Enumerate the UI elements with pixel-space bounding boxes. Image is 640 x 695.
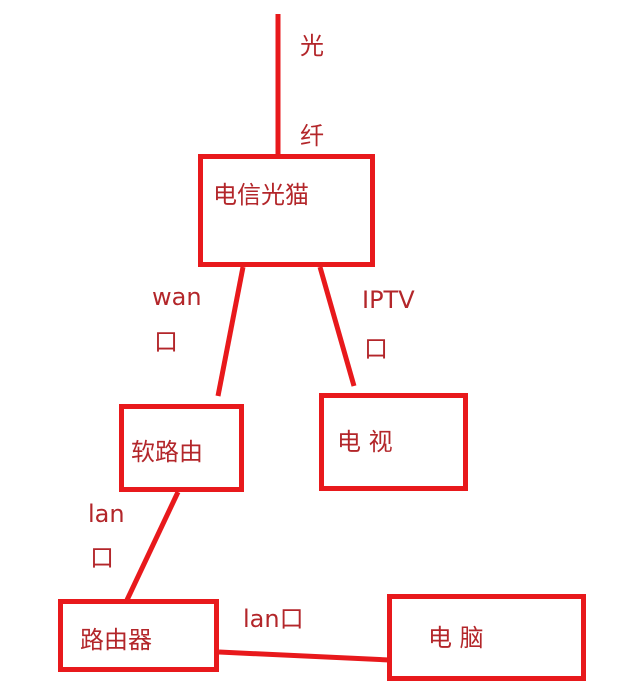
router-box bbox=[58, 599, 219, 672]
iptv-label: IPTV bbox=[362, 286, 415, 314]
fiber-label-2: 纤 bbox=[300, 122, 324, 150]
soft-router-box bbox=[119, 404, 244, 492]
iptv-port-label: 口 bbox=[364, 335, 388, 363]
router-label: 路由器 bbox=[80, 626, 152, 654]
soft-router-label: 软路由 bbox=[131, 438, 203, 466]
tv-label: 电 视 bbox=[337, 428, 393, 456]
tv-box bbox=[319, 393, 468, 491]
pc-label: 电 脑 bbox=[428, 624, 484, 652]
lan-port-label-1: 口 bbox=[90, 544, 114, 572]
fiber-label-1: 光 bbox=[300, 32, 324, 60]
wan-port-label: 口 bbox=[154, 328, 178, 356]
lan-label-1: lan bbox=[88, 500, 125, 528]
lan-label-2: lan口 bbox=[243, 605, 304, 633]
iptv-line bbox=[317, 266, 357, 387]
lan-line-1 bbox=[124, 490, 181, 602]
modem-box bbox=[198, 154, 375, 267]
pc-box bbox=[387, 594, 586, 681]
lan-line-2 bbox=[218, 649, 390, 663]
wan-label: wan bbox=[152, 283, 202, 311]
modem-label: 电信光猫 bbox=[213, 181, 309, 209]
wan-line bbox=[215, 266, 246, 397]
